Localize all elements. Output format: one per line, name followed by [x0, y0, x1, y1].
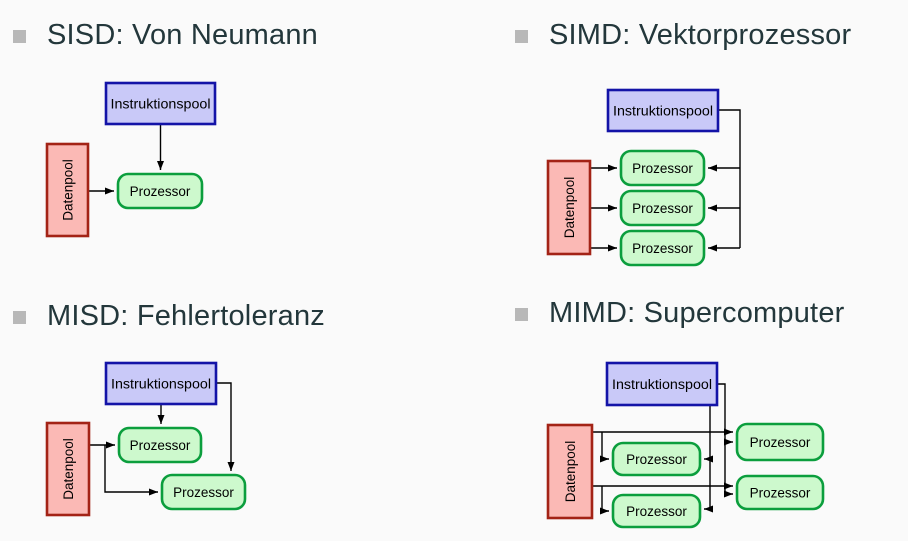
- mimd-processor-label-mid-top: Prozessor: [626, 452, 687, 467]
- mimd-data-branch-top: [600, 432, 609, 463]
- heading-sisd: SISD: Von Neumann: [13, 17, 318, 53]
- simd-processor-label-3: Prozessor: [632, 241, 693, 256]
- heading-simd-label: SIMD: Vektorprozessor: [549, 19, 852, 51]
- heading-misd: MISD: Fehlertoleranz: [13, 298, 325, 334]
- sisd-data-pool-box: [45, 142, 90, 238]
- misd-data-pool-label: Datenpool: [61, 438, 76, 500]
- simd-diagram: Instruktionspool Datenpool Prozessor Pro…: [546, 88, 741, 267]
- mimd-data-pool-box: [546, 423, 594, 520]
- heading-sisd-label: SISD: Von Neumann: [47, 19, 318, 51]
- heading-mimd: MIMD: Supercomputer: [515, 295, 845, 331]
- misd-instruction-pool-label: Instruktionspool: [111, 377, 211, 392]
- bullet-icon: [515, 308, 528, 321]
- mimd-processor-box-mid-bottom: [611, 493, 702, 529]
- mimd-instruction-line-left: [704, 405, 713, 513]
- mimd-processor-label-right-bottom: Prozessor: [750, 486, 811, 501]
- mimd-data-pool-label: Datenpool: [563, 441, 578, 503]
- sisd-instruction-pool-label: Instruktionspool: [111, 97, 211, 112]
- simd-processor-box-1: [619, 149, 706, 187]
- simd-instruction-pool-box: [606, 88, 720, 133]
- simd-data-pool-box: [546, 159, 592, 256]
- heading-misd-label: MISD: Fehlertoleranz: [47, 300, 325, 332]
- misd-processor-box-2: [160, 473, 247, 511]
- sisd-processor-box: [116, 172, 204, 210]
- bullet-icon: [13, 311, 26, 324]
- simd-data-pool-label: Datenpool: [562, 177, 577, 239]
- misd-data-arrow-2: [104, 445, 158, 496]
- sisd-data-pool-label: Datenpool: [61, 159, 76, 221]
- mimd-processor-label-mid-bottom: Prozessor: [626, 504, 687, 519]
- bullet-icon: [515, 30, 528, 43]
- mimd-data-branch-bottom: [600, 486, 609, 515]
- simd-processor-box-3: [619, 229, 706, 267]
- misd-diagram: Instruktionspool Datenpool Prozessor Pro…: [45, 361, 247, 517]
- misd-instruction-arrow-2: [216, 382, 235, 471]
- mimd-processor-box-mid-top: [611, 441, 702, 477]
- sisd-instruction-pool-box: [104, 81, 217, 126]
- simd-processor-box-2: [619, 189, 706, 227]
- misd-instruction-pool-box: [104, 361, 218, 406]
- mimd-instruction-line-right: [717, 383, 733, 498]
- heading-simd: SIMD: Vektorprozessor: [515, 17, 851, 53]
- misd-data-pool-box: [45, 421, 91, 517]
- sisd-processor-label: Prozessor: [130, 184, 191, 199]
- simd-processor-label-1: Prozessor: [632, 161, 693, 176]
- bullet-icon: [13, 30, 26, 43]
- mimd-processor-box-right-top: [735, 422, 825, 462]
- misd-processor-label-1: Prozessor: [130, 438, 191, 453]
- mimd-processor-box-right-bottom: [735, 474, 825, 511]
- mimd-processor-label-right-top: Prozessor: [750, 435, 811, 450]
- mimd-instruction-pool-box: [605, 361, 719, 407]
- simd-processor-label-2: Prozessor: [632, 201, 693, 216]
- misd-processor-label-2: Prozessor: [173, 485, 234, 500]
- misd-processor-box-1: [117, 426, 203, 464]
- simd-instruction-pool-label: Instruktionspool: [613, 104, 713, 119]
- simd-instruction-bus-line: [718, 109, 741, 248]
- mimd-diagram: Instruktionspool Datenpool Prozessor Pro…: [546, 361, 825, 529]
- mimd-instruction-pool-label: Instruktionspool: [612, 377, 712, 392]
- sisd-diagram: Instruktionspool Datenpool Prozessor: [45, 81, 217, 238]
- heading-mimd-label: MIMD: Supercomputer: [549, 297, 845, 329]
